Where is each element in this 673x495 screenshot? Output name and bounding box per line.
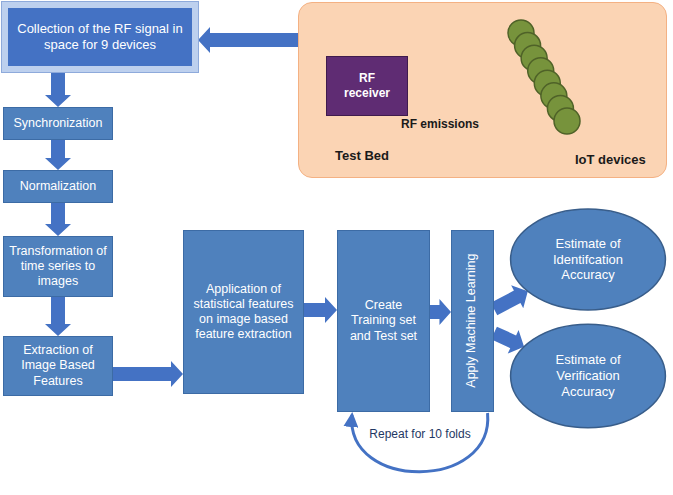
node-text: Collection of the RF signal in space for… [16,21,184,53]
test-bed-panel: Test Bed RF receiverIoT devices [298,2,667,178]
process-box: Synchronization [3,107,113,140]
node-text: Application of statistical features on i… [188,282,299,343]
device-group: IoT devices [501,15,661,171]
ellipse-shape [511,209,666,310]
node-text: RF receiver [335,71,399,101]
node-text: Test Bed [335,148,389,163]
process-box: Extraction of Image Based Features [3,336,113,396]
result-ellipse: Estimate of Identifcation Accuracy [509,207,667,312]
node-text: Normalization [20,179,96,194]
block-arrow [430,299,451,325]
block-arrow [45,140,71,170]
edge-label: Repeat for 10 folds [366,426,473,442]
node-text: Synchronization [14,116,103,131]
node-text: Estimate of Verification Accuracy [535,352,641,400]
block-arrow [304,297,337,323]
node-text: IoT devices [575,152,646,167]
device-illustration [501,15,661,171]
block-arrow [491,285,528,315]
block-arrow [45,297,71,336]
process-box: Application of statistical features on i… [183,230,304,394]
process-box: Collection of the RF signal in space for… [2,2,198,72]
process-box: Normalization [3,170,113,203]
ellipse-shape [511,324,666,428]
receiver-box: RF receiver [326,56,408,116]
process-box: Create Training set and Test set [337,230,430,412]
block-arrow [45,203,71,236]
node-text: Extraction of Image Based Features [8,343,108,389]
result-ellipse: Estimate of Verification Accuracy [509,322,667,430]
block-arrow [491,327,524,354]
node-text: Create Training set and Test set [342,298,425,344]
process-box: Transformation of time series to images [3,236,113,297]
block-arrow [198,27,298,53]
loop-arrow [352,413,488,472]
process-box: Apply Machine Learning [451,230,494,412]
node-text: Estimate of Identifcation Accuracy [535,236,641,284]
block-arrow [45,72,71,107]
device-circle [554,108,580,134]
block-arrow [113,361,183,387]
node-text: Apply Machine Learning [465,254,480,388]
node-text: Transformation of time series to images [8,244,108,290]
